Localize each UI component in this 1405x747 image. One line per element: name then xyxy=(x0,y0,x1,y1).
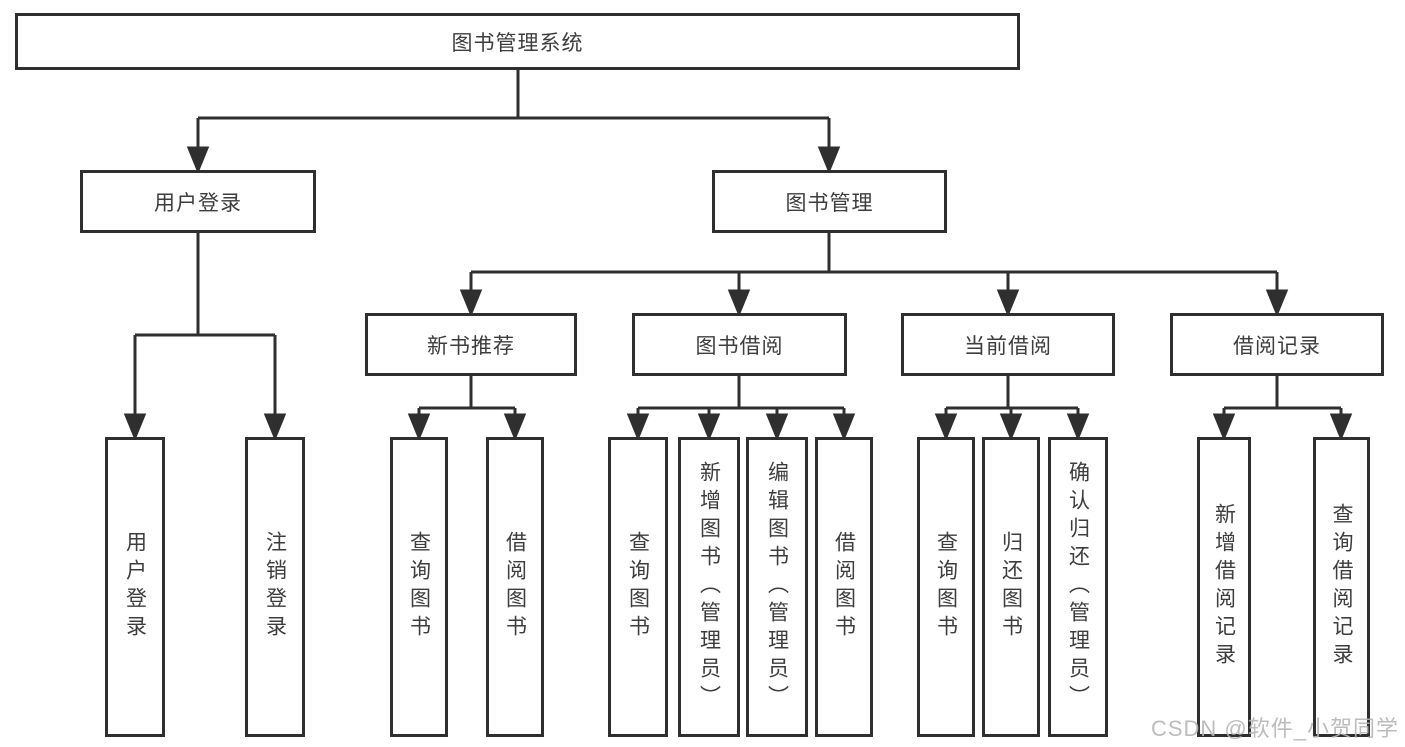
node-new-book-recommend: 新书推荐 xyxy=(365,313,577,376)
leaf-label: 用户登录 xyxy=(123,531,147,643)
node-leaf-bb-borrow-book: 借阅图书 xyxy=(815,437,873,737)
connector-user-login-children xyxy=(123,233,287,441)
leaf-label: 查询图书 xyxy=(407,531,431,643)
leaf-label: 确认归还（管理员） xyxy=(1066,461,1090,713)
node-root: 图书管理系统 xyxy=(15,13,1020,70)
leaf-label: 查询图书 xyxy=(626,531,650,643)
leaf-label: 新增借阅记录 xyxy=(1212,503,1236,671)
node-leaf-bb-query-book: 查询图书 xyxy=(608,437,668,737)
connector-borrow-records-children xyxy=(1212,376,1353,441)
leaf-label: 借阅图书 xyxy=(503,531,527,643)
node-leaf-bb-edit-book-admin: 编辑图书（管理员） xyxy=(746,437,808,737)
connector-book-borrow-children xyxy=(626,376,856,441)
watermark-text: CSDN @软件_小贺同学 xyxy=(1150,716,1399,741)
node-leaf-nbr-borrow-book: 借阅图书 xyxy=(486,437,544,737)
connector-book-management-children xyxy=(459,233,1289,317)
leaf-label: 注销登录 xyxy=(263,531,287,643)
leaf-label: 借阅图书 xyxy=(832,531,856,643)
node-leaf-logout: 注销登录 xyxy=(245,437,305,737)
connector-current-borrow-children xyxy=(934,376,1090,441)
node-leaf-bb-add-book-admin: 新增图书（管理员） xyxy=(678,437,740,737)
node-leaf-br-query-record: 查询借阅记录 xyxy=(1313,437,1370,737)
connector-root-to-level2 xyxy=(186,70,841,174)
leaf-label: 查询图书 xyxy=(934,531,958,643)
node-book-management: 图书管理 xyxy=(712,170,947,233)
node-leaf-cb-query-book: 查询图书 xyxy=(917,437,975,737)
connector-new-book-recommend-children xyxy=(407,376,527,441)
leaf-label: 新增图书（管理员） xyxy=(697,461,721,713)
node-borrow-records: 借阅记录 xyxy=(1170,313,1384,376)
leaf-label: 编辑图书（管理员） xyxy=(765,461,789,713)
node-current-borrow: 当前借阅 xyxy=(901,313,1115,376)
node-user-login: 用户登录 xyxy=(80,170,316,233)
node-book-borrow: 图书借阅 xyxy=(632,313,847,376)
node-leaf-user-login: 用户登录 xyxy=(105,437,165,737)
node-leaf-br-add-record: 新增借阅记录 xyxy=(1197,437,1251,737)
leaf-label: 归还图书 xyxy=(999,531,1023,643)
node-leaf-cb-return-book: 归还图书 xyxy=(982,437,1040,737)
node-leaf-nbr-query-book: 查询图书 xyxy=(390,437,448,737)
node-leaf-cb-confirm-return-admin: 确认归还（管理员） xyxy=(1048,437,1108,737)
leaf-label: 查询借阅记录 xyxy=(1330,503,1353,671)
